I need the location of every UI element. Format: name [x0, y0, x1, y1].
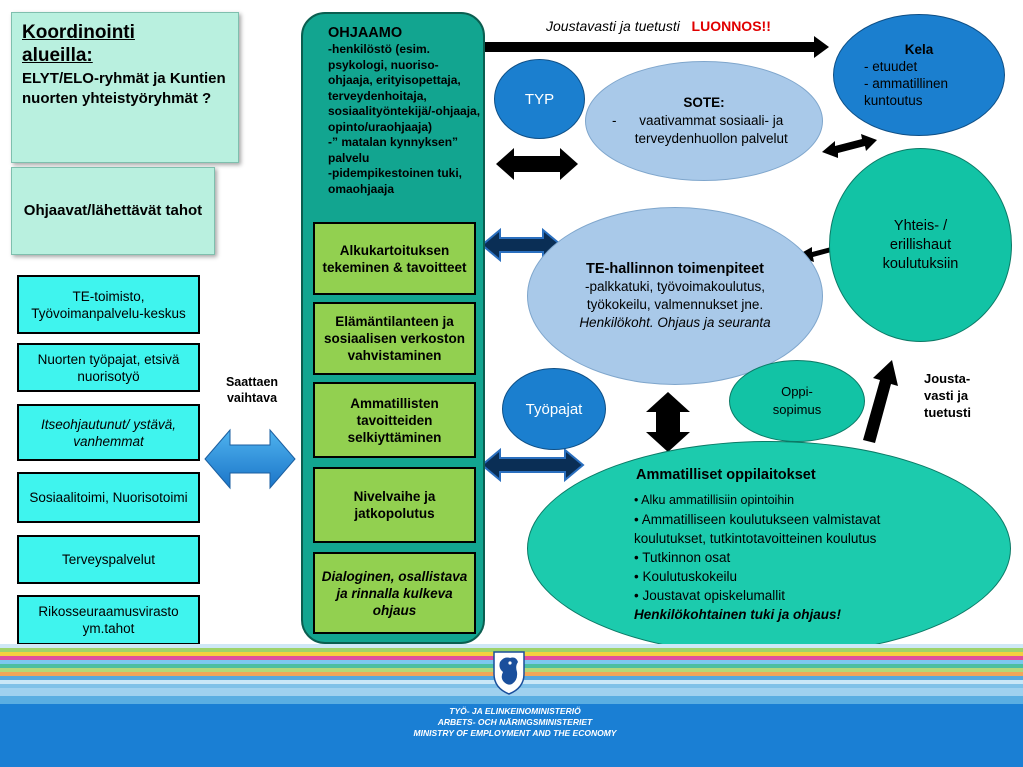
top-arrow-text: Joustavasti ja tuetusti [546, 18, 680, 34]
referring-parties-title: Ohjaavat/lähettävät tahot [11, 167, 215, 255]
vocational-item: Koulutuskokeilu [634, 567, 954, 586]
te-ellipse: TE-hallinnon toimenpiteet -palkkatuki, t… [527, 207, 823, 385]
saattaen-double-arrow [204, 428, 296, 490]
vocational-item: Ammatilliseen koulutukseen valmistavat k… [634, 510, 954, 548]
kela-item: - ammatillinen kuntoutus [864, 76, 949, 108]
top-long-arrow [485, 36, 829, 58]
vocational-item: Tutkinnon osat [634, 548, 954, 567]
jousta-label: Jousta-vasti ja tuetusti [924, 370, 984, 421]
vocational-item: Joustavat opiskelumallit [634, 586, 954, 605]
arrow-sote-kela [822, 134, 877, 158]
sote-bullet: - [612, 113, 617, 128]
te-title: TE-hallinnon toimenpiteet [585, 261, 765, 277]
stage-elamantilanne: Elämäntilanteen ja sosiaalisen verkoston… [313, 302, 476, 375]
kela-title: Kela [904, 42, 934, 57]
ohjaamo-line: -henkilöstö (esim. [328, 42, 431, 56]
stage-nivelvaihe: Nivelvaihe ja jatkopolutus [313, 467, 476, 543]
sote-ellipse: SOTE: - vaativammat sosiaali- ja terveyd… [585, 61, 823, 181]
vocational-item: Alku ammatillisiin opintoihin [634, 491, 954, 510]
sote-item: - vaativammat sosiaali- ja terveydenhuol… [586, 112, 822, 148]
stage-alkukartoitus: Alkukartoituksen tekeminen & tavoitteet [313, 222, 476, 295]
arrow-te-ammatilliset [646, 392, 690, 452]
lion-coat-of-arms-icon [493, 651, 525, 695]
left-box-sosiaalitoimi: Sosiaalitoimi, Nuorisotoimi [17, 472, 200, 523]
sote-title: SOTE: [683, 95, 725, 110]
yhteishaut-circle: Yhteis- / erillishaut koulutuksiin [829, 148, 1012, 342]
sote-item-text: vaativammat sosiaali- ja terveydenhuollo… [634, 113, 788, 146]
coordination-title-line1: Koordinointi [22, 22, 135, 43]
footer-line2: ARBETS- OCH NÄRINGSMINISTERIET [437, 717, 593, 727]
left-box-tyopajat: Nuorten työpajat, etsivä nuorisotyö [17, 343, 200, 392]
ohjaamo-line: -” matalan kynnyksen” palvelu [328, 135, 459, 165]
oppisopimus-circle: Oppi-sopimus [729, 360, 865, 442]
ohjaamo-text: OHJAAMO -henkilöstö (esim. psykologi, nu… [328, 24, 483, 197]
ohjaamo-line: psykologi, nuoriso-ohjaaja, erityisopett… [328, 57, 481, 134]
left-box-te-toimisto: TE-toimisto, Työvoimanpalvelu-keskus [17, 275, 200, 334]
vocational-closing: Henkilökohtainen tuki ja ohjaus! [634, 607, 842, 622]
arrow-ohjaamo-ammatilliset [480, 447, 585, 483]
ohjaamo-line: -pidempikestoinen tuki, omaohjaaja [328, 166, 463, 196]
te-italic: Henkilökoht. Ohjaus ja seuranta [579, 315, 771, 330]
yhteishaut-text: Yhteis- / erillishaut koulutuksiin [882, 217, 959, 272]
arrow-ohjaamo-sote [496, 148, 578, 180]
kela-item: - etuudet [864, 59, 918, 74]
left-box-terveyspalvelut: Terveyspalvelut [17, 535, 200, 584]
te-body: -palkkatuki, työvoimakoulutus, työkokeil… [584, 279, 766, 312]
coordination-subtitle: ELYT/ELO-ryhmät ja Kuntien nuorten yhtei… [22, 70, 226, 107]
vocational-title: Ammatilliset oppilaitokset [636, 467, 816, 483]
coordination-title-line2: alueilla: [22, 45, 93, 66]
draft-label: LUONNOS!! [691, 18, 771, 34]
jousta-label-text: Jousta-vasti ja tuetusti [924, 371, 971, 420]
tyopajat-circle: Työpajat [502, 368, 606, 450]
footer-line3: MINISTRY OF EMPLOYMENT AND THE ECONOMY [413, 728, 617, 738]
oppisopimus-text: Oppi-sopimus [772, 384, 822, 417]
saattaen-label: Saattaen vaihtava [225, 375, 279, 405]
arrow-ammatilliset-yhteishaut [863, 360, 898, 443]
kela-circle: Kela - etuudet - ammatillinen kuntoutus [833, 14, 1005, 136]
vocational-list: Alku ammatillisiin opintoihin Ammatillis… [634, 491, 954, 605]
stage-dialoginen: Dialoginen, osallistava ja rinnalla kulk… [313, 552, 476, 634]
coordination-box: Koordinointi alueilla: ELYT/ELO-ryhmät j… [11, 12, 239, 163]
left-box-itseohjautunut: Itseohjautunut/ ystävä, vanhemmat [17, 404, 200, 461]
left-box-rikosseuraamus: Rikosseuraamusvirasto ym.tahot [17, 595, 200, 645]
vocational-text: Ammatilliset oppilaitokset Alku ammatill… [634, 466, 954, 624]
stage-ammatilliset-tavoitteet: Ammatillisten tavoitteiden selkiyttämine… [313, 382, 476, 458]
ohjaamo-title: OHJAAMO [328, 25, 403, 41]
footer-ministry-text: TYÖ- JA ELINKEINOMINISTERIÖ ARBETS- OCH … [330, 704, 700, 739]
footer-band [0, 704, 1023, 767]
footer-line1: TYÖ- JA ELINKEINOMINISTERIÖ [449, 706, 581, 716]
coordination-title: Koordinointi alueilla: [22, 21, 228, 67]
typ-circle: TYP [494, 59, 585, 139]
top-arrow-label: Joustavasti ja tuetusti LUONNOS!! [546, 18, 771, 34]
